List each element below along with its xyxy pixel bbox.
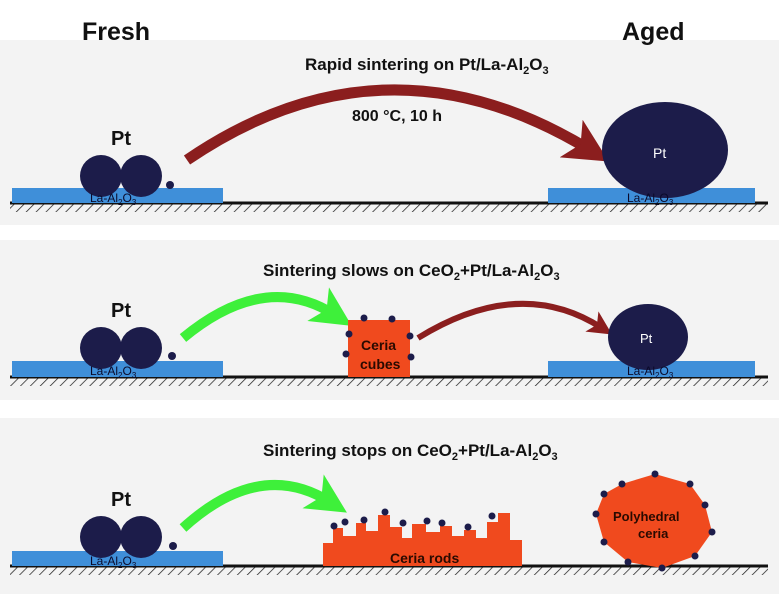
row3-ceria-pt-dot (423, 517, 431, 525)
row1-condition: 800 °C, 10 h (352, 108, 442, 125)
row3-polyhedral-label-2: ceria (638, 526, 669, 541)
row2-ceria-cubes-label-1: Ceria (361, 337, 396, 353)
row3-ground-hatch (10, 566, 768, 575)
row1-pt-particle (120, 155, 162, 197)
row3-ceria-rods-label: Ceria rods (390, 550, 459, 566)
row1-pt-label: Pt (111, 128, 131, 150)
row3-pt-label: Pt (111, 489, 131, 511)
row2-ground-hatch (10, 377, 768, 386)
row3-title: Sintering stops on CeO2+Pt/La-Al2O3 (263, 441, 558, 463)
row2-ceria-cubes (348, 320, 410, 377)
row2-pt-particle (80, 327, 122, 369)
row3-polyhedral-pt-dot (600, 538, 608, 546)
row3-polyhedral-pt-dot (686, 480, 694, 488)
fresh-header: Fresh (82, 18, 150, 46)
row3-polyhedral-pt-dot (701, 501, 709, 509)
row1-sintered-pt-particle (602, 102, 728, 198)
row2-sintered-pt-particle (608, 304, 688, 370)
row3-polyhedral-pt-dot (708, 528, 716, 536)
row3-ceria-pt-dot (360, 516, 368, 524)
row3-ceria-pt-dot (341, 518, 349, 526)
row2-fresh-support-label: La-Al2O3 (90, 364, 137, 380)
row2-pt-label: Pt (111, 300, 131, 322)
row3-polyhedral-label-1: Polyhedral (613, 509, 679, 524)
row3: Sintering stops on CeO2+Pt/La-Al2O3 Pt L… (10, 441, 768, 575)
row1: Rapid sintering on Pt/La-Al2O3 800 °C, 1… (10, 55, 768, 212)
row2-pt-particle (120, 327, 162, 369)
row2-ceria-cubes-label-2: cubes (360, 356, 401, 372)
row2-ceria-pt-dot (360, 314, 368, 322)
row3-polyhedral-pt-dot (600, 490, 608, 498)
row3-pt-particle (120, 516, 162, 558)
row3-polyhedral-pt-dot (691, 552, 699, 560)
row1-pt-small-particle (166, 181, 174, 189)
row3-polyhedral-ceria (596, 474, 712, 568)
row3-polyhedral-pt-dot (618, 480, 626, 488)
row3-ceria-pt-dot (438, 519, 446, 527)
row3-ceria-pt-dot (381, 508, 389, 516)
row3-polyhedral-pt-dot (658, 564, 666, 572)
row3-polyhedral-pt-dot (592, 510, 600, 518)
row3-ceria-pt-dot (464, 523, 472, 531)
row2-green-arrow (179, 287, 352, 342)
row2-ceria-pt-dot (388, 315, 396, 323)
row1-sintering-arrow (183, 84, 609, 165)
row1-title: Rapid sintering on Pt/La-Al2O3 (305, 55, 549, 77)
row2-sintering-arrow (416, 300, 613, 341)
row2: Sintering slows on CeO2+Pt/La-Al2O3 Pt L… (10, 261, 768, 386)
row3-fresh-support-label: La-Al2O3 (90, 554, 137, 570)
row3-fresh-support (12, 551, 223, 566)
row3-pt-particle (80, 516, 122, 558)
row3-polyhedral-pt-dot (624, 558, 632, 566)
row1-ground-hatch (10, 203, 768, 212)
row1-sintered-pt-label: Pt (653, 145, 666, 161)
row2-fresh-support (12, 361, 223, 377)
aged-header: Aged (622, 18, 685, 46)
row2-sintered-pt-label: Pt (640, 331, 653, 346)
row2-pt-small-particle (168, 352, 176, 360)
row2-title: Sintering slows on CeO2+Pt/La-Al2O3 (263, 261, 560, 283)
row3-pt-small-particle (169, 542, 177, 550)
row2-aged-support-label: La-Al2O3 (627, 364, 674, 380)
row1-fresh-support (12, 188, 223, 203)
row2-ceria-pt-dot (407, 353, 415, 361)
row1-pt-particle (80, 155, 122, 197)
row3-polyhedral-pt-dot (651, 470, 659, 478)
row2-ceria-pt-dot (345, 330, 353, 338)
row3-ceria-pt-dot (330, 522, 338, 530)
row2-ceria-pt-dot (342, 350, 350, 358)
row3-green-arrow (179, 474, 347, 532)
row1-aged-support-label: La-Al2O3 (627, 191, 674, 207)
row1-fresh-support-label: La-Al2O3 (90, 191, 137, 207)
row3-ceria-pt-dot (399, 519, 407, 527)
row3-ceria-pt-dot (488, 512, 496, 520)
row2-ceria-pt-dot (406, 332, 414, 340)
row3-ceria-rods (323, 513, 522, 566)
